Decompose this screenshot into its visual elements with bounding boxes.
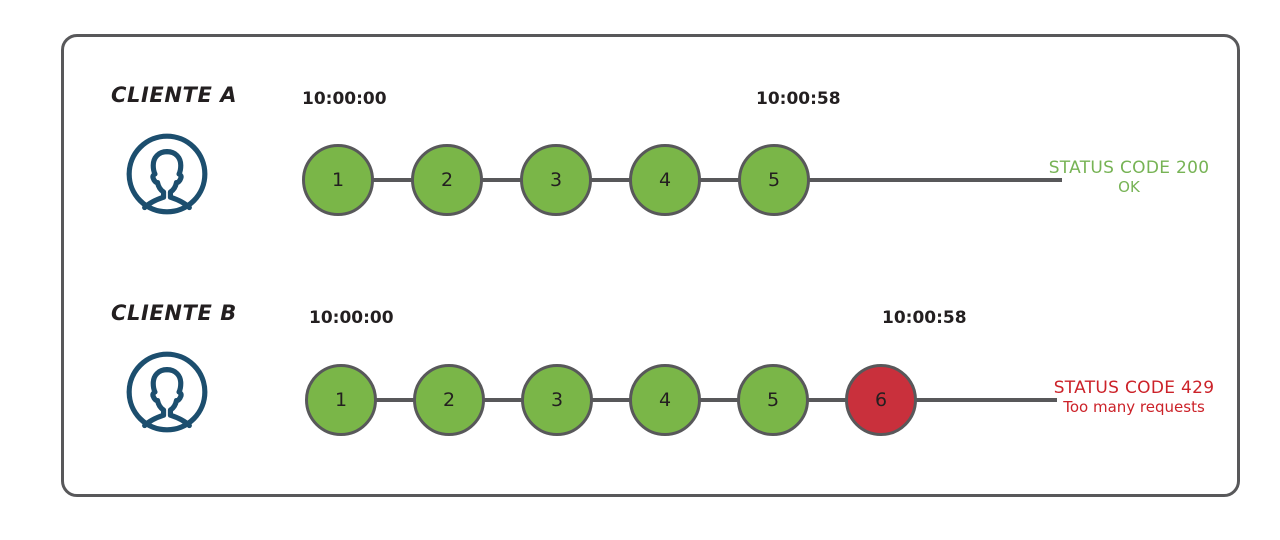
status-message-b: Too many requests	[1063, 397, 1205, 416]
request-node-label: 6	[874, 389, 888, 411]
status-code-b: STATUS CODE 429	[1053, 378, 1215, 398]
client-label-a: CLIENTE A	[111, 83, 238, 107]
request-node-b-3[interactable]: 3	[521, 364, 593, 436]
request-node-b-5[interactable]: 5	[737, 364, 809, 436]
client-label-b: CLIENTE B	[111, 301, 237, 325]
request-node-label: 2	[440, 169, 454, 191]
timestamp-b-start: 10:00:00	[309, 308, 394, 328]
request-node-a-3[interactable]: 3	[520, 144, 592, 216]
request-timeline-a: 1 2 3 4 5	[302, 141, 1102, 219]
request-timeline-b: 1 2 3 4 5 6	[305, 361, 1105, 439]
request-node-b-2[interactable]: 2	[413, 364, 485, 436]
status-badge-a: STATUS CODE 200 OK	[1019, 158, 1239, 196]
request-node-label: 1	[334, 389, 348, 411]
status-badge-b: STATUS CODE 429 Too many requests	[1019, 378, 1249, 416]
request-node-a-5[interactable]: 5	[738, 144, 810, 216]
diagram-frame: CLIENTE A 10:00:00 10:00:58 1 2 3 4	[61, 34, 1240, 497]
timestamp-a-start: 10:00:00	[302, 89, 387, 109]
request-node-label: 1	[331, 169, 345, 191]
request-node-label: 5	[766, 389, 780, 411]
status-message-a: OK	[1118, 177, 1140, 196]
request-node-label: 3	[550, 389, 564, 411]
timestamp-a-end: 10:00:58	[756, 89, 841, 109]
request-node-label: 4	[658, 389, 672, 411]
request-node-b-6[interactable]: 6	[845, 364, 917, 436]
request-node-label: 3	[549, 169, 563, 191]
request-node-b-4[interactable]: 4	[629, 364, 701, 436]
user-avatar-icon	[124, 131, 210, 217]
request-node-a-4[interactable]: 4	[629, 144, 701, 216]
request-node-a-2[interactable]: 2	[411, 144, 483, 216]
request-node-b-1[interactable]: 1	[305, 364, 377, 436]
user-avatar-icon	[124, 349, 210, 435]
request-node-label: 5	[767, 169, 781, 191]
timestamp-b-end: 10:00:58	[882, 308, 967, 328]
status-code-a: STATUS CODE 200	[1048, 158, 1210, 178]
request-node-a-1[interactable]: 1	[302, 144, 374, 216]
request-node-label: 2	[442, 389, 456, 411]
request-node-label: 4	[658, 169, 672, 191]
